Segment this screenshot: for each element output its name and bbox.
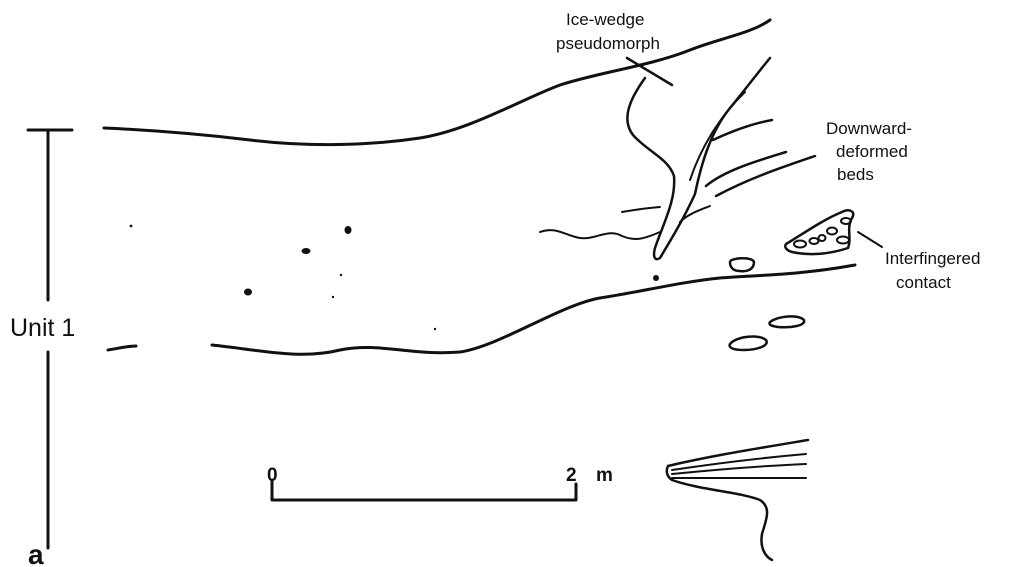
panel-letter: a bbox=[28, 539, 44, 567]
unit-lower-contact bbox=[212, 265, 855, 354]
lower-lenses bbox=[730, 316, 805, 350]
ice-wedge-label-line2: pseudomorph bbox=[556, 34, 660, 53]
ice-wedge-annotation: Ice-wedge pseudomorph bbox=[556, 10, 660, 53]
downward-deformed-beds bbox=[540, 120, 815, 239]
interfingered-label-line2: contact bbox=[896, 273, 951, 292]
ice-wedge-label-line1: Ice-wedge bbox=[566, 10, 644, 29]
downward-label-line3: beds bbox=[837, 165, 874, 184]
clasts bbox=[130, 225, 754, 331]
scale-unit-label: m bbox=[596, 465, 613, 486]
scale-bar: 0 2 m bbox=[267, 465, 613, 500]
scale-start-label: 0 bbox=[267, 465, 278, 486]
unit-upper-contact bbox=[104, 20, 770, 145]
unit-label: Unit 1 bbox=[10, 314, 75, 342]
interfingered-contact-lens bbox=[785, 210, 882, 254]
downward-label-line1: Downward- bbox=[826, 119, 912, 138]
unit-lower-contact-left bbox=[108, 346, 136, 350]
downward-label-line2: deformed bbox=[836, 142, 908, 161]
interfingered-annotation: Interfingered contact bbox=[885, 249, 980, 292]
ice-wedge-inner-line bbox=[690, 92, 745, 180]
interfingered-label-line1: Interfingered bbox=[885, 249, 980, 268]
downward-deformed-beds-annotation: Downward- deformed beds bbox=[826, 119, 912, 184]
laminated-wedge bbox=[667, 440, 808, 560]
scale-end-label: 2 bbox=[566, 465, 577, 486]
